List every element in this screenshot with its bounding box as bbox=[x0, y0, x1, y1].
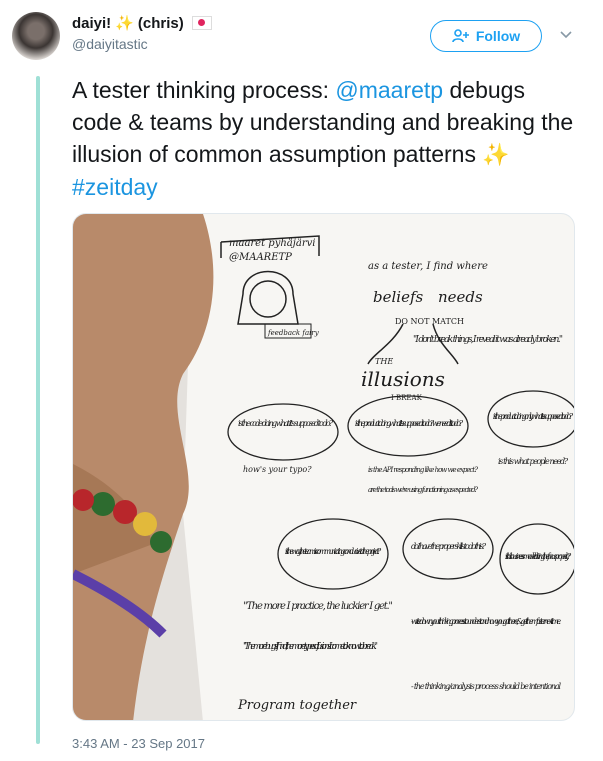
what-people-need: is this what people need? bbox=[498, 457, 569, 466]
thread-line bbox=[36, 76, 40, 744]
i-break: I BREAK bbox=[391, 394, 423, 402]
sparkles-icon: ✨ bbox=[482, 142, 510, 167]
chevron-down-icon[interactable] bbox=[558, 27, 574, 43]
tweet-text: A tester thinking process: @maaretp debu… bbox=[72, 74, 577, 203]
tweet-timestamp[interactable]: 3:43 AM - 23 Sep 2017 bbox=[72, 736, 205, 751]
api-note: is the API responding like how we expect… bbox=[368, 466, 478, 474]
tweet-photo[interactable]: maaret pyhäjärvi @MAARETP feedback fairy… bbox=[72, 213, 575, 721]
business-product: is the product doing only what it's supp… bbox=[493, 412, 574, 421]
product-bubble: is the product doing what it's supposed … bbox=[355, 419, 464, 428]
how-type: how's your typo? bbox=[243, 465, 312, 474]
do-not-match: DO NOT MATCH bbox=[395, 317, 464, 326]
code-bubble: is the code doing what it's supposed to … bbox=[238, 419, 334, 428]
the-word: THE bbox=[375, 357, 393, 366]
tweet-text-part1: A tester thinking process: bbox=[72, 77, 336, 103]
analysis-note: - the thinking/analysis process should b… bbox=[411, 682, 561, 691]
japan-flag-icon bbox=[191, 16, 212, 30]
bugs-quote: "The more bugs I find, the more types of… bbox=[243, 642, 378, 652]
tools-note: are the tools we're using functioning as… bbox=[368, 486, 478, 494]
sparkles-icon: ✨ bbox=[115, 15, 134, 32]
bracelet bbox=[73, 489, 172, 638]
follow-label: Follow bbox=[475, 28, 521, 44]
tweet-text-part2: debugs code & teams by understanding and… bbox=[72, 77, 574, 167]
avatar[interactable] bbox=[12, 12, 60, 60]
practice-quote: "The more I practice, the luckier I get.… bbox=[243, 601, 393, 612]
dont-break-quote: "I don't break things, I reveal it was a… bbox=[413, 335, 563, 345]
speaker-name: maaret pyhäjärvi bbox=[229, 238, 315, 249]
display-name-suffix: (chris) bbox=[137, 14, 184, 32]
illusions-title: illusions bbox=[361, 367, 445, 391]
mention-link[interactable]: @maaretp bbox=[335, 77, 444, 103]
write-down-note: - write down your thinking process to un… bbox=[411, 617, 561, 626]
team-bubble: is the way the team is communicating con… bbox=[285, 547, 382, 556]
speaker-handle: @MAARETP bbox=[229, 252, 292, 263]
follow-button[interactable]: Follow bbox=[430, 20, 542, 52]
add-user-icon bbox=[452, 29, 469, 43]
hashtag-link[interactable]: #zeitday bbox=[72, 174, 158, 200]
tester-intro: as a tester, I find where bbox=[368, 261, 488, 272]
program-together: Program together bbox=[237, 698, 357, 713]
sketchnote-image: maaret pyhäjärvi @MAARETP feedback fairy… bbox=[73, 214, 574, 720]
beliefs-word: beliefs bbox=[373, 288, 424, 306]
needs-word: needs bbox=[438, 288, 483, 306]
feedback-label: feedback fairy bbox=[267, 329, 320, 337]
user-handle[interactable]: @daiyitastic bbox=[72, 36, 148, 52]
display-name-text: daiyi! bbox=[72, 14, 112, 32]
display-name[interactable]: daiyi! ✨ (chris) bbox=[72, 14, 212, 32]
model-bubble: is this business model driving the focus… bbox=[505, 552, 572, 561]
skills-bubble: do I have the proper skills to do this? bbox=[411, 542, 487, 551]
